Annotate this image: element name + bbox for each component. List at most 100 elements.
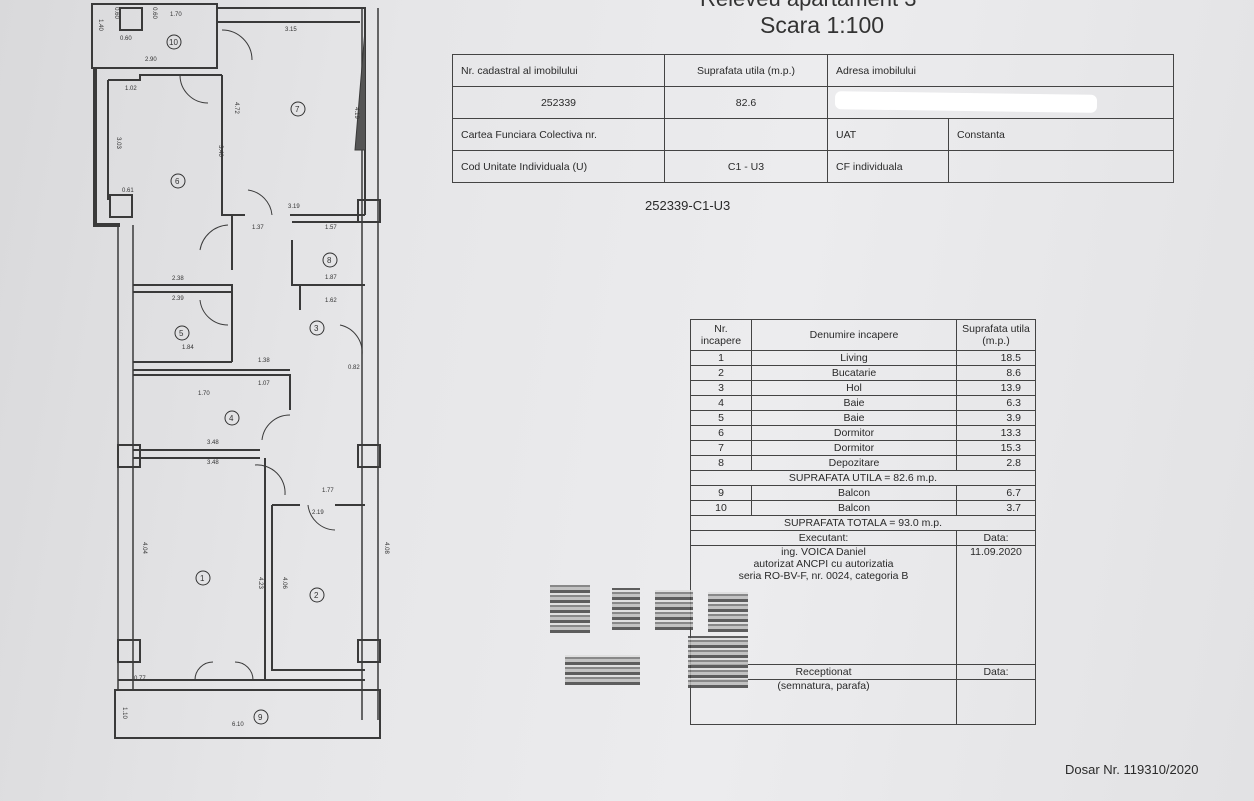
room-name: Hol <box>751 380 957 396</box>
unit-code-label: Cod Unitate Individuala (U) <box>452 150 665 183</box>
executant-series: seria RO-BV-F, nr. 0024, categoria B <box>738 570 909 582</box>
address-redaction <box>834 91 1098 113</box>
room-nr: 5 <box>690 410 752 426</box>
room-area: 18.5 <box>956 350 1036 366</box>
stamp-redaction <box>708 592 748 632</box>
unit-code-value: C1 - U3 <box>664 150 828 183</box>
usable-area-value: 82.6 <box>664 86 828 119</box>
cadastral-label: Nr. cadastral al imobilului <box>452 54 665 87</box>
dimension-label: 0.82 <box>348 365 360 371</box>
room-7-marker <box>290 101 306 117</box>
executant-label: Executant: <box>690 530 957 546</box>
cadastral-value: 252339 <box>452 86 665 119</box>
file-number: Dosar Nr. 119310/2020 <box>1065 762 1199 777</box>
stamp-redaction <box>612 588 640 630</box>
dimension-label: 3.03 <box>114 137 121 149</box>
dimension-label: 1.38 <box>258 358 270 364</box>
room-nr: 3 <box>690 380 752 396</box>
dimension-label: 0.60 <box>120 36 132 42</box>
dimension-label: 6.10 <box>232 722 244 728</box>
dimension-label: 1.87 <box>325 275 337 281</box>
room-4-marker <box>224 410 240 426</box>
address-label: Adresa imobilului <box>827 54 1174 87</box>
dimension-label: 1.84 <box>182 345 194 351</box>
dimension-label: 3.40 <box>216 145 223 157</box>
room-number: 4 <box>229 414 234 423</box>
dimension-label: 0.60 <box>112 7 119 19</box>
stamp-redaction <box>655 590 693 630</box>
room-name: Living <box>751 350 957 366</box>
room-area: 8.6 <box>956 365 1036 381</box>
room-nr: 10 <box>690 500 752 516</box>
room-number: 10 <box>169 38 178 47</box>
floor-plan <box>91 3 381 739</box>
executant-authorization: autorizat ANCPI cu autorizatia <box>753 558 894 570</box>
received-date-label: Data: <box>956 664 1036 680</box>
room-nr: 8 <box>690 455 752 471</box>
collective-land-book-value <box>664 118 828 151</box>
room-area: 6.7 <box>956 485 1036 501</box>
room-number: 6 <box>175 177 180 186</box>
dimension-label: 1.02 <box>125 86 137 92</box>
usable-area-total: SUPRAFATA UTILA = 82.6 m.p. <box>690 470 1036 486</box>
document-title: Releveu apartament 3 <box>700 0 916 12</box>
room-number: 2 <box>314 591 319 600</box>
room-area: 15.3 <box>956 440 1036 456</box>
room-area: 2.8 <box>956 455 1036 471</box>
room-nr: 6 <box>690 425 752 441</box>
header-area: Suprafata utila (m.p.) <box>956 319 1036 351</box>
room-name: Balcon <box>751 485 957 501</box>
room-nr: 1 <box>690 350 752 366</box>
dimension-label: 1.62 <box>325 298 337 304</box>
header-name: Denumire incapere <box>751 319 957 351</box>
stamp-redaction <box>550 585 590 633</box>
room-name: Bucatarie <box>751 365 957 381</box>
room-number: 3 <box>314 324 319 333</box>
room-5-marker <box>174 325 190 341</box>
dimension-label: 1.07 <box>258 381 270 387</box>
dimension-label: 1.37 <box>252 225 264 231</box>
room-area: 3.9 <box>956 410 1036 426</box>
dimension-label: 1.10 <box>120 707 127 719</box>
room-area: 13.3 <box>956 425 1036 441</box>
dimension-label: 4.19 <box>352 107 359 119</box>
individual-land-book-label: CF individuala <box>827 150 949 183</box>
room-10-marker <box>166 34 182 50</box>
room-number: 8 <box>327 256 332 265</box>
balcony-9-outline <box>114 689 381 739</box>
dimension-label: 0.61 <box>122 188 134 194</box>
room-number: 9 <box>258 713 263 722</box>
total-area: SUPRAFATA TOTALA = 93.0 m.p. <box>690 515 1036 531</box>
room-nr: 4 <box>690 395 752 411</box>
dimension-label: 4.72 <box>232 102 239 114</box>
room-name: Balcon <box>751 500 957 516</box>
dimension-label: 3.15 <box>285 27 297 33</box>
collective-land-book-label: Cartea Funciara Colectiva nr. <box>452 118 665 151</box>
dimension-label: 2.19 <box>312 510 324 516</box>
dimension-label: 1.40 <box>96 19 103 31</box>
room-name: Dormitor <box>751 425 957 441</box>
room-6-marker <box>170 173 186 189</box>
room-name: Depozitare <box>751 455 957 471</box>
dimension-label: 1.70 <box>170 12 182 18</box>
room-nr: 2 <box>690 365 752 381</box>
dimension-label: 4.08 <box>382 542 389 554</box>
scale-label: Scara 1:100 <box>760 12 885 38</box>
room-name: Baie <box>751 395 957 411</box>
uat-label: UAT <box>827 118 949 151</box>
room-area: 3.7 <box>956 500 1036 516</box>
dimension-label: 2.90 <box>145 57 157 63</box>
received-date-value <box>956 679 1036 725</box>
room-2-marker <box>309 587 325 603</box>
room-area: 6.3 <box>956 395 1036 411</box>
uat-value: Constanta <box>948 118 1174 151</box>
executant-date: 11.09.2020 <box>956 545 1036 665</box>
dimension-label: 4.06 <box>280 577 287 589</box>
room-1-marker <box>195 570 211 586</box>
room-8-marker <box>322 252 338 268</box>
